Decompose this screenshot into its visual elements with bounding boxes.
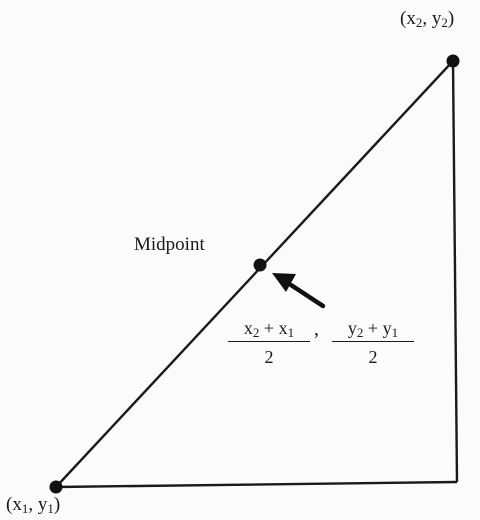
point-1-label: (x1, y1) <box>6 494 61 516</box>
point-2-label: (x2, y2) <box>400 8 455 30</box>
point-1-dot <box>49 480 63 494</box>
point-2-dot <box>446 54 460 68</box>
midpoint-label: Midpoint <box>134 234 205 255</box>
hypotenuse-line <box>55 60 454 488</box>
vertical-leg-line <box>451 60 459 483</box>
midpoint-dot <box>253 258 267 272</box>
y-fraction: y2 + y1 2 <box>332 316 414 370</box>
y-denominator: 2 <box>368 347 378 367</box>
y-fraction-bar <box>332 341 414 342</box>
x-fraction: x2 + x1 2 <box>228 316 310 370</box>
x-denominator: 2 <box>264 347 274 367</box>
arrow-icon <box>272 273 326 309</box>
x-numerator: x2 + x1 <box>243 318 295 340</box>
base-line <box>55 480 458 489</box>
formula-comma: , <box>314 318 319 340</box>
x-fraction-bar <box>228 341 310 342</box>
y-numerator: y2 + y1 <box>347 318 399 340</box>
